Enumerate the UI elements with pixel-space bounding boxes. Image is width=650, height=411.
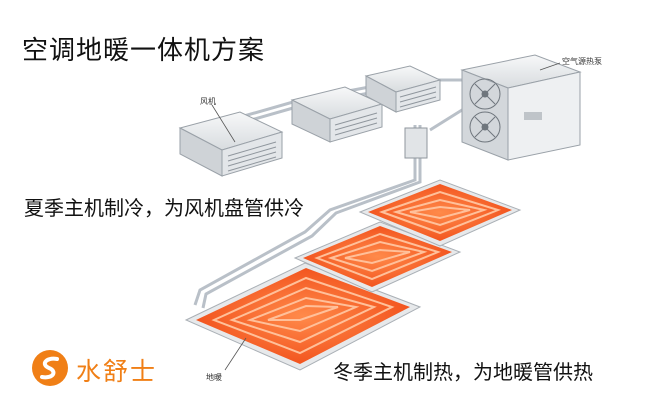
floor-heating-panel-2 xyxy=(293,221,462,293)
fan-coil-label: 风机 xyxy=(200,96,216,106)
outdoor-unit xyxy=(460,54,582,161)
manifold xyxy=(404,127,428,159)
heating-caption: 冬季主机制热，为地暖管供热 xyxy=(333,360,593,384)
fan-icon xyxy=(469,78,501,143)
outdoor-unit-label: 空气源热泵 xyxy=(562,56,602,66)
floor-heating-label: 地暖 xyxy=(206,372,222,382)
cooling-caption: 夏季主机制冷，为风机盘管供冷 xyxy=(24,196,304,220)
floor-heating-panel-3 xyxy=(358,179,522,247)
fan-coil-unit-3 xyxy=(364,65,442,113)
floor-heating-panel-1 xyxy=(184,262,422,371)
brand-logo-icon xyxy=(32,350,68,386)
nameplate xyxy=(524,112,542,120)
fan-coil-unit-2 xyxy=(290,86,384,143)
brand-name: 水舒士 xyxy=(76,357,158,386)
page-title: 空调地暖一体机方案 xyxy=(22,36,266,66)
fan-coil-unit-1 xyxy=(178,111,284,177)
